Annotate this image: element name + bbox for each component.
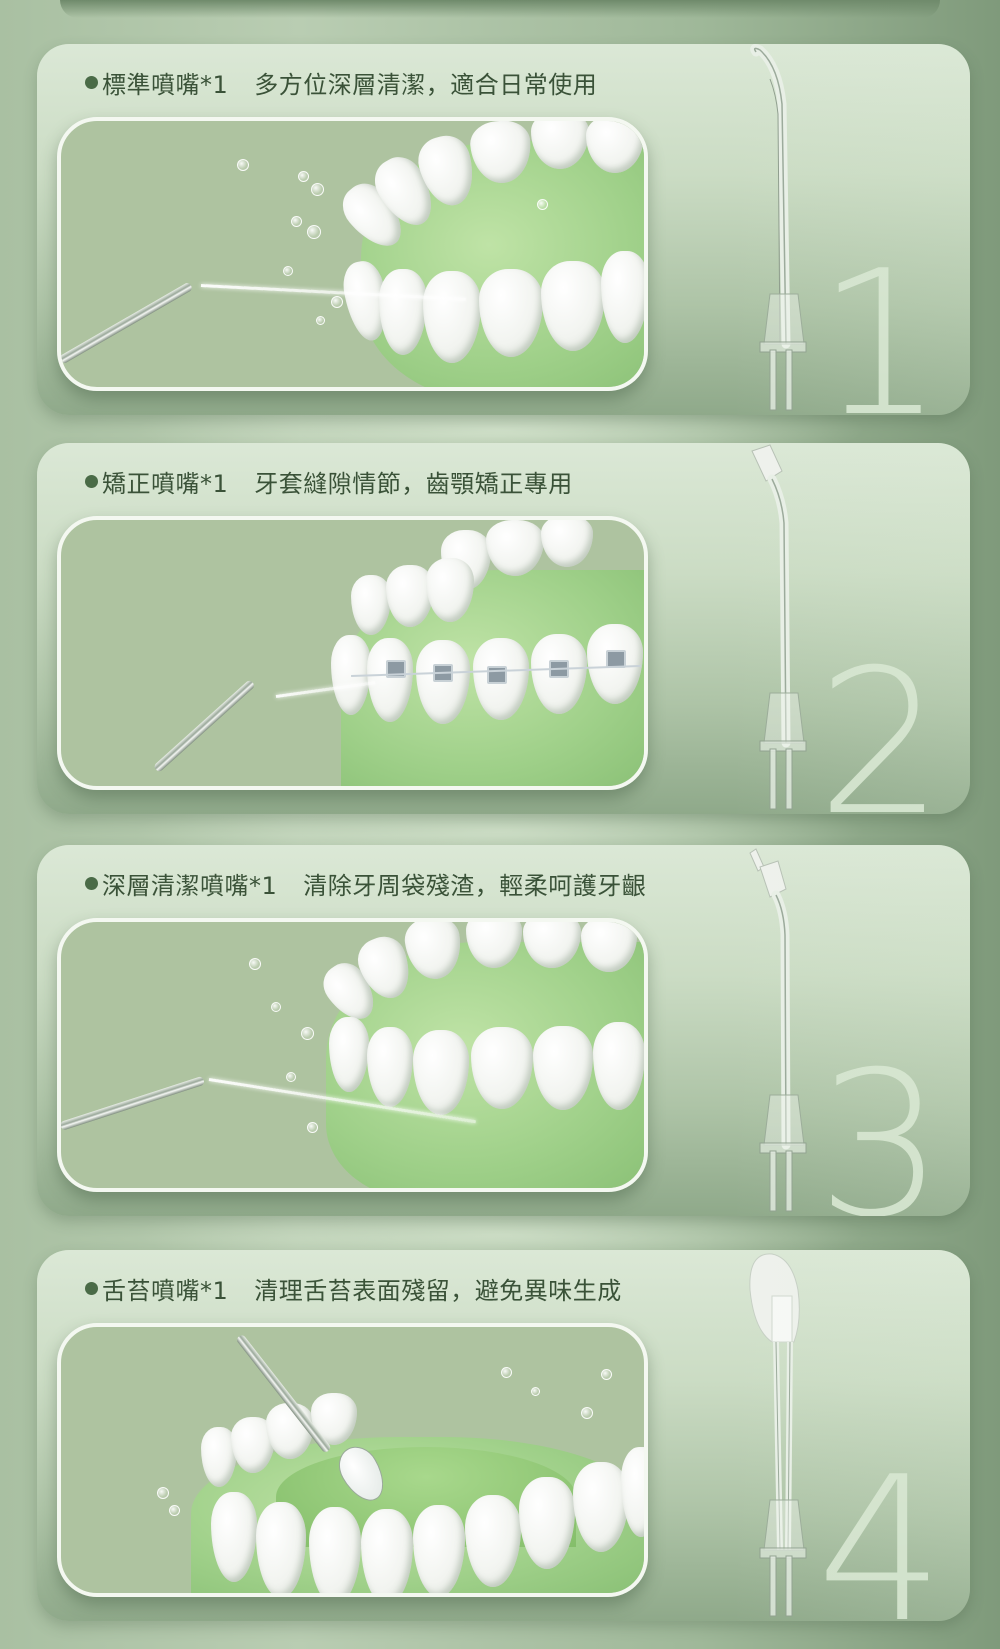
tongue-illustration xyxy=(61,1327,644,1593)
panel-title: 深層清潔噴嘴*1 清除牙周袋殘渣，輕柔呵護牙齦 xyxy=(85,867,647,900)
panel-title: 矯正噴嘴*1 牙套縫隙情節，齒顎矯正專用 xyxy=(85,465,573,498)
illustration-frame xyxy=(57,1323,648,1597)
nozzle-name: 深層清潔噴嘴*1 xyxy=(102,871,278,900)
nozzle-description: 清除牙周袋殘渣，輕柔呵護牙齦 xyxy=(303,871,647,900)
panel-number: 2 xyxy=(816,627,944,815)
nozzle-description: 多方位深層清潔，適合日常使用 xyxy=(254,70,598,99)
bullet-icon xyxy=(85,474,98,488)
bullet-icon xyxy=(85,876,98,890)
nozzle-name: 矯正噴嘴*1 xyxy=(102,469,229,498)
top-edge-shadow xyxy=(60,0,940,18)
gumline-illustration xyxy=(61,922,644,1188)
nozzle-panel-orthodontic: 矯正噴嘴*1 牙套縫隙情節，齒顎矯正專用 xyxy=(37,443,970,814)
panel-number: 4 xyxy=(816,1434,944,1622)
nozzle-name: 舌苔噴嘴*1 xyxy=(102,1276,229,1305)
illustration-frame xyxy=(57,117,648,391)
standard-nozzle-icon xyxy=(750,44,807,411)
teeth-illustration xyxy=(61,121,644,387)
orthodontic-nozzle-icon xyxy=(751,444,807,810)
illustration-frame xyxy=(57,516,648,790)
nozzle-panel-tongue: 舌苔噴嘴*1 清理舌苔表面殘留，避免異味生成 xyxy=(37,1250,970,1621)
illustration-frame xyxy=(57,918,648,1192)
nozzle-name: 標準噴嘴*1 xyxy=(102,70,229,99)
bullet-icon xyxy=(85,1281,98,1295)
panel-number: 1 xyxy=(816,228,944,416)
bullet-icon xyxy=(85,75,98,89)
panel-number: 3 xyxy=(816,1029,944,1217)
nozzle-description: 牙套縫隙情節，齒顎矯正專用 xyxy=(254,469,573,498)
tongue-cleaner-nozzle-icon xyxy=(749,1253,807,1617)
nozzle-panel-standard: 標準噴嘴*1 多方位深層清潔，適合日常使用 xyxy=(37,44,970,415)
nozzle-description: 清理舌苔表面殘留，避免異味生成 xyxy=(254,1276,622,1305)
panel-title: 舌苔噴嘴*1 清理舌苔表面殘留，避免異味生成 xyxy=(85,1272,622,1305)
panel-title: 標準噴嘴*1 多方位深層清潔，適合日常使用 xyxy=(85,66,598,99)
nozzle-panel-periodontal: 深層清潔噴嘴*1 清除牙周袋殘渣，輕柔呵護牙齦 xyxy=(37,845,970,1216)
periodontal-nozzle-icon xyxy=(749,848,807,1212)
braces-illustration xyxy=(61,520,644,786)
